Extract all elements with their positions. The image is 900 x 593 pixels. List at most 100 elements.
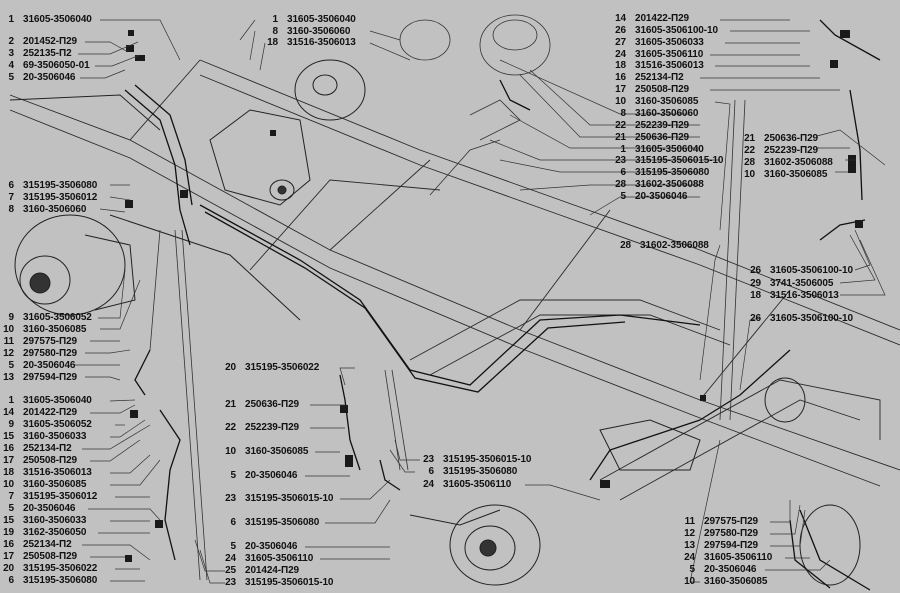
front-hub-disc xyxy=(9,94,301,321)
part-number: 31605-3506052 xyxy=(23,312,92,323)
part-number: 250508-П29 xyxy=(635,84,690,95)
part-number: 315195-3506012 xyxy=(23,491,98,502)
part-number: 3160-3506085 xyxy=(764,169,828,180)
part-number: 250636-П29 xyxy=(245,399,300,410)
part-number: 315195-3506015-10 xyxy=(443,454,532,465)
part-number: 20-3506046 xyxy=(245,470,298,481)
part-number: 250508-П29 xyxy=(23,551,78,562)
parking-brake-cables xyxy=(149,99,746,581)
part-number: 20-3506046 xyxy=(704,564,757,575)
part-number: 201422-П29 xyxy=(23,407,78,418)
part-number: 297575-П29 xyxy=(23,336,78,347)
part-number: 31602-3506088 xyxy=(640,240,709,251)
part-number: 315195-3506080 xyxy=(635,167,710,178)
brake-booster xyxy=(399,14,551,196)
leader-lines xyxy=(75,19,886,584)
part-number: 31516-3506013 xyxy=(287,37,356,48)
part-number: 3160-3506085 xyxy=(635,96,699,107)
part-number: 315195-3506080 xyxy=(443,466,518,477)
part-number: 31605-3506033 xyxy=(635,37,704,48)
part-number: 3160-3506085 xyxy=(23,479,87,490)
part-number: 252134-П2 xyxy=(23,443,72,454)
gearbox xyxy=(209,59,366,206)
part-number: 315195-3506012 xyxy=(23,192,98,203)
part-number: 3160-3506060 xyxy=(635,108,699,119)
part-number: 3160-3506033 xyxy=(23,431,87,442)
part-number: 20-3506046 xyxy=(245,541,298,552)
rear-axle-wheel xyxy=(409,377,861,586)
part-number: 3160-3506060 xyxy=(287,26,351,37)
part-number: 315195-3506015-10 xyxy=(245,577,334,588)
part-number: 297580-П29 xyxy=(704,528,759,539)
part-number: 315195-3506015-10 xyxy=(245,493,334,504)
part-number: 3160-3506085 xyxy=(245,446,309,457)
part-number: 252134-П2 xyxy=(635,72,684,83)
part-number: 315195-3506015-10 xyxy=(635,155,724,166)
part-number: 250508-П29 xyxy=(23,455,78,466)
part-number: 31605-3506100-10 xyxy=(635,25,718,36)
part-number: 315195-3506080 xyxy=(23,180,98,191)
part-number: 31605-3506110 xyxy=(245,553,314,564)
part-number: 31605-3506110 xyxy=(635,49,704,60)
part-number: 297594-П29 xyxy=(704,540,759,551)
part-number: 31605-3506040 xyxy=(635,144,704,155)
part-number: 252135-П2 xyxy=(23,48,72,59)
part-number: 3160-3506085 xyxy=(23,324,87,335)
part-number: 31516-3506013 xyxy=(635,60,704,71)
brake-pipes xyxy=(124,19,881,591)
part-number: 3162-3506050 xyxy=(23,527,87,538)
part-number: 69-3506050-01 xyxy=(23,60,90,71)
part-number: 252239-П29 xyxy=(764,145,819,156)
part-number: 20-3506046 xyxy=(23,360,76,371)
part-number: 250636-П29 xyxy=(635,132,690,143)
part-number: 20-3506046 xyxy=(635,191,688,202)
part-number: 250636-П29 xyxy=(764,133,819,144)
